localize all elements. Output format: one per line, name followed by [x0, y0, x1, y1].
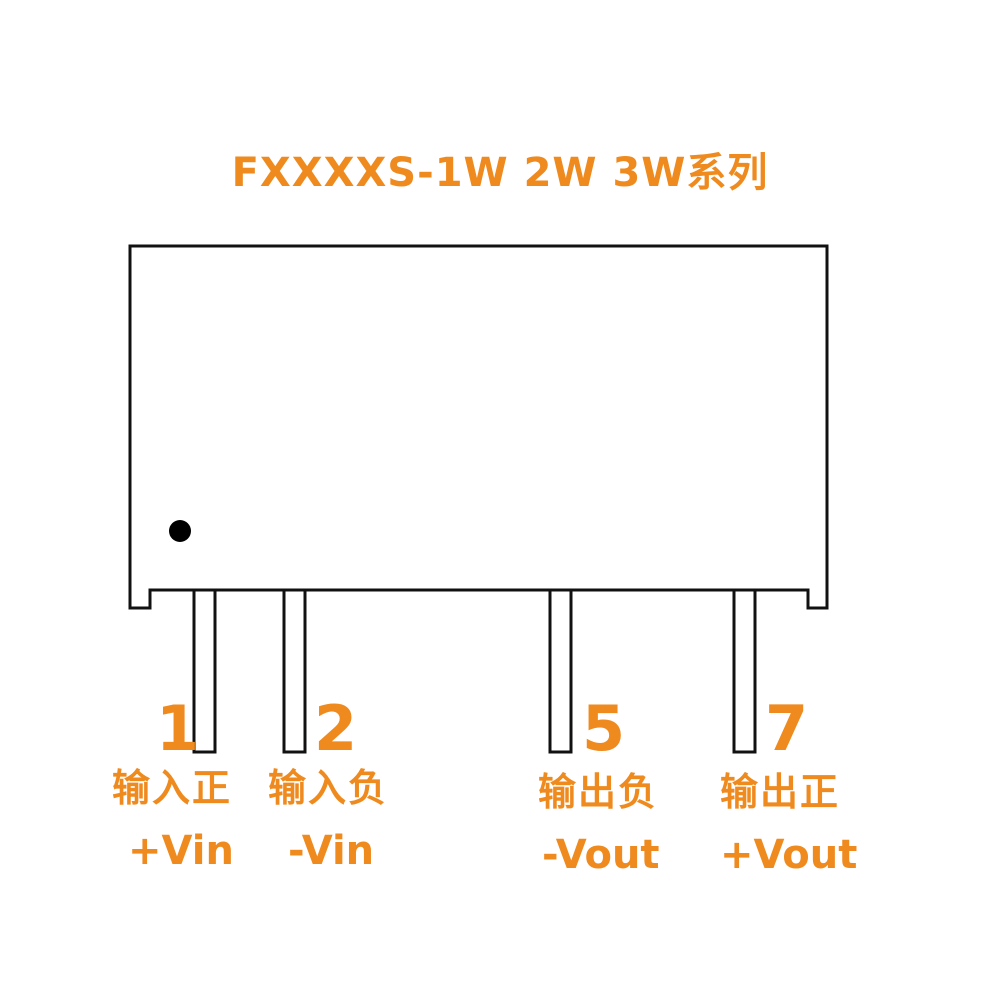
pin-1-name: 输入正 — [112, 766, 233, 810]
pin-5-number: 5 — [582, 692, 626, 765]
pin-2-name: 输入负 — [268, 766, 389, 810]
pin-7-name: 输出正 — [720, 770, 841, 814]
pin-1-lead — [192, 588, 217, 754]
pin-7-number: 7 — [765, 692, 809, 765]
pin-1-signal: +Vin — [128, 828, 234, 874]
pin-5-signal: -Vout — [542, 832, 660, 878]
pin-1-number: 1 — [156, 692, 200, 765]
diagram-title: FXXXXS-1W 2W 3W系列 — [231, 150, 769, 196]
pin-7-lead — [732, 588, 757, 754]
pin-2-number: 2 — [314, 692, 358, 765]
pin-5-lead — [548, 588, 573, 754]
pin1-marker-dot — [169, 520, 191, 542]
module-body — [128, 244, 829, 610]
pin-7-signal: +Vout — [720, 832, 858, 878]
pin-2-lead — [282, 588, 307, 754]
pin-5-name: 输出负 — [538, 770, 659, 814]
pin-2-signal: -Vin — [288, 828, 375, 874]
